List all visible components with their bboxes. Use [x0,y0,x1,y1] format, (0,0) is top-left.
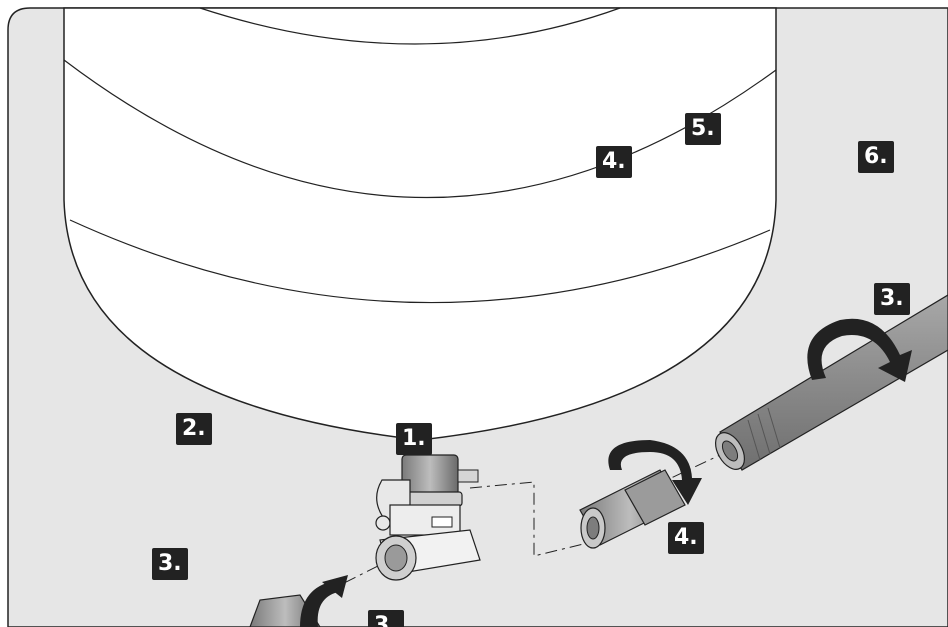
step-label-3-left: 3. [152,548,188,580]
step-label-3-bottom: 3. [368,610,404,627]
step-label-3-pipe: 3. [874,283,910,315]
step-label-6: 6. [858,141,894,173]
step-label-5: 5. [685,113,721,145]
step-label-4-tank: 4. [596,146,632,178]
step-label-1: 1. [396,423,432,455]
step-label-2: 2. [176,413,212,445]
step-label-4-fitting: 4. [668,522,704,554]
